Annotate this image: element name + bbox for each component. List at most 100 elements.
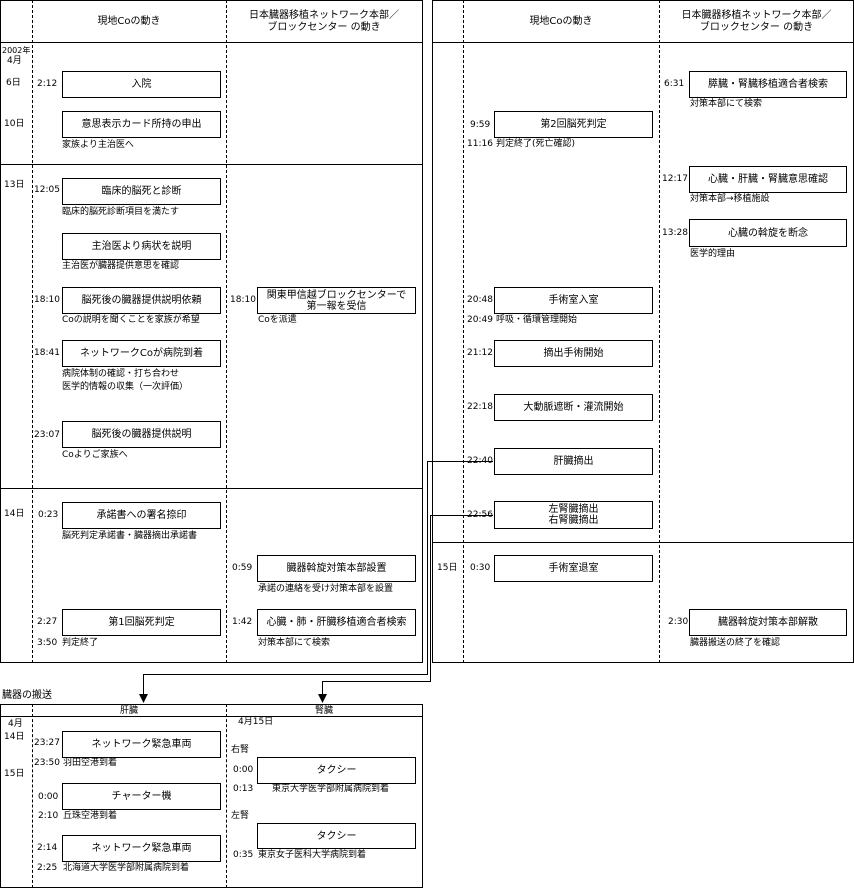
right-day15-divider [432,542,854,543]
network-event-box-pancreas-kidney-search: 膵臓・腎臓移植適合者検索 [689,71,847,98]
day-15-label: 15日 [437,563,458,573]
day-14-label: 14日 [4,509,25,519]
event-box-second-brain-death-test: 第2回脳死判定 [494,111,653,138]
liver-transport-connector [143,461,493,696]
event-label: 心臓の斡旋を断念 [728,227,808,239]
event-label-line1: 関東甲信越ブロックセンターで [266,289,407,301]
event-box-network-co-arrival: ネットワークCoが病院到着 [62,340,221,367]
event-label: 臨床的脳死と診断 [101,186,182,197]
network-event-time: 1:42 [232,617,253,627]
network-event-note: 承諾の連絡を受け対策本部を設置 [258,584,394,594]
event-note: 脳死判定承諾書・臓器摘出承諾書 [62,531,198,541]
transport-title: 臓器の搬送 [2,690,52,701]
event-time: 22:18 [467,402,493,412]
event-note: Coの説明を聞くことを家族が希望 [62,315,200,325]
network-event-note: 対策本部にて検索 [690,99,763,109]
event-label: 大動脈遮断・灌流開始 [523,402,624,413]
network-event-note: Coを派遣 [258,315,297,325]
network-event-time: 12:17 [662,174,688,184]
event-time: 9:59 [470,120,491,130]
event-time: 20:48 [467,295,493,305]
event-note: 判定終了(死亡確認) [496,139,576,149]
event-time: 2:12 [37,79,58,89]
liver-transport-note: 丘珠空港到着 [63,811,118,821]
transport-date-column-divider [32,704,33,888]
event-label: 第2回脳死判定 [540,119,607,130]
left-day14-divider [0,488,423,489]
kidney-transport-date: 4月15日 [238,717,274,727]
event-label-line2: 第一報を受信 [306,300,367,312]
network-event-time: 6:31 [664,79,685,89]
network-event-time: 0:59 [232,563,253,573]
liver-transport-time: 2:25 [37,863,58,873]
kidney-arrowhead [318,694,327,703]
event-box-aortic-clamp: 大動脈遮断・灌流開始 [494,394,653,421]
liver-transport-note: 羽田空港到着 [63,758,118,768]
network-event-time: 13:28 [662,228,688,238]
event-label: 手術室入室 [548,295,599,306]
liver-transport-box-emergency-vehicle-2: ネットワーク緊急車両 [62,835,221,862]
event-time: 11:16 [467,139,493,149]
event-label: 脳死後の臓器提供説明 [91,429,192,440]
kidney-transport-time: 0:13 [233,784,254,794]
network-event-note: 対策本部→移植施設 [690,194,770,204]
left-date-column-divider [32,0,33,663]
kidney-transport-box-taxi-2: タクシー [257,823,416,849]
event-box-consent-signing: 承諾書への署名捺印 [62,502,221,529]
transport-label: タクシー [316,765,357,776]
event-label: 肝臓摘出 [553,456,594,467]
event-box-surgery-start: 摘出手術開始 [494,340,653,367]
transport-label: タクシー [316,830,357,842]
event-box-first-brain-death-test: 第1回脳死判定 [62,609,221,636]
network-event-note: 対策本部にて検索 [258,638,331,648]
network-event-box-intent-confirmation: 心臓・肝臓・腎臓意思確認 [689,166,847,193]
kidney-transport-time: 0:00 [233,765,254,775]
right-network-header-line1: 日本臓器移植ネットワーク本部／ [681,10,832,21]
kidney-transport-note: 東京女子医科大学病院到着 [258,850,367,860]
event-time: 3:50 [37,638,58,648]
event-label: 摘出手術開始 [543,348,604,359]
network-event-note: 医学的理由 [690,249,736,259]
network-event-box-first-report: 関東甲信越ブロックセンターで 第一報を受信 [257,287,416,314]
liver-transport-note: 北海道大学医学部附属病院到着 [63,863,190,873]
left-kidney-label: 左腎 [231,811,250,821]
day-10-label: 10日 [4,119,25,129]
event-box-kidney-extraction: 左腎臓摘出 右腎臓摘出 [494,501,653,529]
liver-arrowhead [139,694,148,703]
right-co-column-header: 現地Coの動き [529,16,593,27]
right-network-header-line2: ブロックセンター の動き [699,22,814,33]
network-event-time: 2:30 [668,617,689,627]
event-label: 心臓・肝臓・腎臓意思確認 [708,174,828,185]
transport-day-14-label: 14日 [4,732,25,742]
event-label: 主治医より病状を説明 [91,241,192,252]
event-time: 0:30 [470,563,491,573]
day-6-label: 6日 [6,78,21,88]
event-label: 入院 [131,79,152,90]
event-time: 0:23 [38,510,59,520]
event-time: 12:05 [34,185,60,195]
event-box-donation-explanation: 脳死後の臓器提供説明 [62,421,221,448]
event-time: 18:10 [34,295,60,305]
network-event-box-hq-dissolved: 臓器斡旋対策本部解散 [689,609,847,636]
left-timeline-panel [0,0,423,663]
event-label: 臓器斡旋対策本部解散 [718,617,818,628]
event-label: 意思表示カード所持の申出 [81,119,202,130]
event-note: 臨床的脳死診断項目を満たす [62,207,180,217]
liver-column-header: 肝臓 [119,706,138,716]
right-network-column-header: 日本臓器移植ネットワーク本部／ ブロックセンター の動き [659,10,854,34]
event-note: 主治医が臓器提供意思を確認 [62,261,180,271]
right-column-divider [659,0,660,663]
transport-label: チャーター機 [111,791,172,802]
event-label: ネットワークCoが病院到着 [79,348,204,359]
network-event-box-recipient-search: 心臓・肺・肝臓移植適合者検索 [257,609,416,636]
event-label: 承諾書への署名捺印 [96,510,187,521]
left-network-header-line1: 日本臓器移植ネットワーク本部／ [249,10,399,21]
network-event-note: 臓器搬送の終了を確認 [690,638,781,648]
network-event-time: 18:10 [230,295,256,305]
event-time: 21:12 [467,348,493,358]
transport-label: ネットワーク緊急車両 [91,843,192,854]
event-box-doctor-explains: 主治医より病状を説明 [62,233,221,260]
event-note: 判定終了 [62,638,99,648]
event-box-admission: 入院 [62,71,221,98]
event-time: 2:27 [37,617,58,627]
